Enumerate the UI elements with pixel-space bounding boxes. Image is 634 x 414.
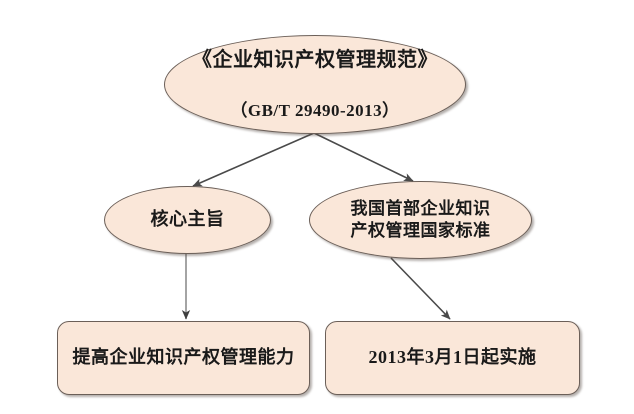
node-standard-title-text: 《企业知识产权管理规范》 （GB/T 29490-2013） bbox=[186, 21, 444, 147]
standard-title-code: （GB/T 29490-2013） bbox=[230, 101, 400, 121]
standard-title-main: 《企业知识产权管理规范》 bbox=[192, 48, 438, 71]
node-improve-capability-label: 提高企业知识产权管理能力 bbox=[72, 347, 295, 368]
node-improve-capability[interactable]: 提高企业知识产权管理能力 bbox=[57, 321, 310, 395]
node-effective-date[interactable]: 2013年3月1日起实施 bbox=[325, 321, 580, 395]
node-effective-date-label: 2013年3月1日起实施 bbox=[368, 347, 537, 368]
connector-first-national-standard-to-effective-date bbox=[390, 257, 451, 320]
node-core-purpose-label: 核心主旨 bbox=[150, 209, 225, 230]
node-first-national-standard[interactable]: 我国首部企业知识 产权管理国家标准 bbox=[309, 181, 532, 259]
node-core-purpose[interactable]: 核心主旨 bbox=[104, 186, 271, 254]
node-standard-title[interactable]: 《企业知识产权管理规范》 （GB/T 29490-2013） bbox=[164, 35, 466, 134]
node-first-national-standard-label: 我国首部企业知识 产权管理国家标准 bbox=[350, 198, 491, 240]
